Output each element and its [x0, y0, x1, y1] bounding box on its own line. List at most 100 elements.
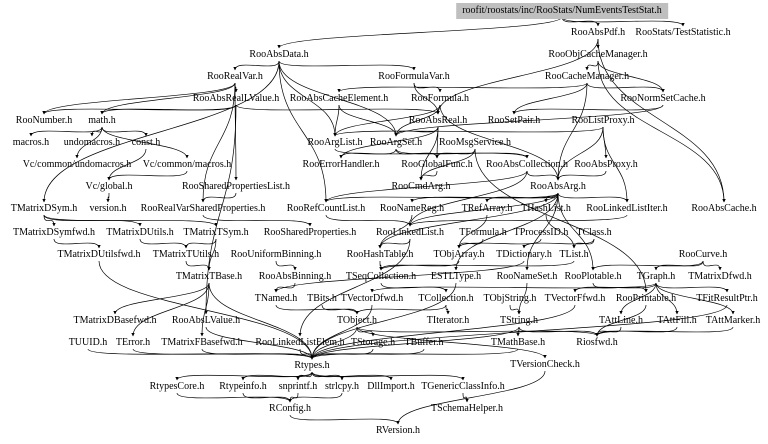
graph-node[interactable]: TUUID.h: [68, 337, 108, 348]
graph-node[interactable]: RooSetPair.h: [487, 115, 541, 126]
graph-node[interactable]: TObject.h: [336, 315, 378, 326]
graph-node[interactable]: RooRefCountList.h: [286, 203, 366, 214]
graph-node[interactable]: RooAbsPdf.h: [570, 27, 626, 38]
graph-node[interactable]: RooFormulaVar.h: [378, 71, 450, 82]
graph-node[interactable]: RooNameSet.h: [496, 271, 558, 282]
graph-node[interactable]: RooAbsLValue.h: [171, 315, 241, 326]
graph-node[interactable]: RooLinkedList.h: [375, 227, 445, 238]
graph-node[interactable]: RooNameReg.h: [379, 203, 445, 214]
graph-node[interactable]: RooGlobalFunc.h: [401, 159, 473, 170]
graph-node[interactable]: TObjString.h: [483, 293, 537, 304]
graph-node[interactable]: RooAbsProxy.h: [574, 159, 638, 170]
graph-node[interactable]: Vc/common/macros.h: [142, 159, 232, 170]
graph-node[interactable]: TAttMarker.h: [705, 315, 761, 326]
graph-node[interactable]: RooPlotable.h: [564, 271, 622, 282]
graph-node[interactable]: RooAbsData.h: [249, 49, 309, 60]
graph-node[interactable]: TObjArray.h: [433, 249, 485, 260]
graph-node[interactable]: TMatrixTBase.h: [175, 271, 243, 282]
graph-node[interactable]: RooNumber.h: [15, 115, 73, 126]
graph-root-node[interactable]: roofit/roostats/inc/RooStats/NumEventsTe…: [456, 3, 668, 19]
graph-node[interactable]: TFitResultPtr.h: [696, 293, 758, 304]
graph-node[interactable]: RooAbsReal.h: [408, 115, 468, 126]
graph-node[interactable]: TClass.h: [576, 227, 612, 238]
graph-node[interactable]: TIterator.h: [426, 315, 470, 326]
graph-node[interactable]: RooUniformBinning.h: [230, 249, 322, 260]
graph-node[interactable]: RooObjCacheManager.h: [548, 49, 648, 60]
graph-node[interactable]: TRefArray.h: [461, 203, 513, 214]
graph-node[interactable]: TMatrixDSym.h: [10, 203, 78, 214]
graph-node[interactable]: TAttLine.h: [599, 315, 643, 326]
graph-node[interactable]: RooAbsCache.h: [691, 203, 757, 214]
graph-node[interactable]: TMatrixDUtils.h: [106, 227, 174, 238]
graph-node[interactable]: RooFormula.h: [410, 93, 470, 104]
graph-node[interactable]: TSeqCollection.h: [345, 271, 417, 282]
graph-node[interactable]: RooLinkedListIter.h: [586, 203, 668, 214]
graph-node[interactable]: TFormula.h: [459, 227, 507, 238]
graph-node[interactable]: TMatrixTSym.h: [183, 227, 249, 238]
graph-node[interactable]: RooMsgService.h: [439, 137, 511, 148]
graph-node[interactable]: undomacros.h: [63, 137, 121, 148]
graph-node[interactable]: RooStats/TestStatistic.h: [635, 27, 731, 38]
graph-node[interactable]: RooRealVarSharedProperties.h: [140, 203, 266, 214]
graph-node[interactable]: TProcessID.h: [513, 227, 569, 238]
graph-node[interactable]: RooAbsCacheElement.h: [289, 93, 389, 104]
graph-node[interactable]: snprintf.h: [278, 381, 318, 392]
graph-node[interactable]: THashList.h: [521, 203, 571, 214]
graph-node[interactable]: Vc/global.h: [85, 181, 133, 192]
graph-node[interactable]: RooNormSetCache.h: [620, 93, 706, 104]
graph-node[interactable]: Rtypes.h: [294, 360, 330, 371]
graph-node[interactable]: TMatrixDSymfwd.h: [13, 227, 95, 238]
graph-node[interactable]: TList.h: [559, 249, 589, 260]
graph-node[interactable]: TMatrixDfwd.h: [688, 271, 752, 282]
graph-node[interactable]: RooLinkedListElem.h: [255, 337, 345, 348]
graph-node[interactable]: TNamed.h: [254, 293, 298, 304]
graph-node[interactable]: TAttFill.h: [657, 315, 697, 326]
graph-node[interactable]: TError.h: [115, 337, 151, 348]
graph-node[interactable]: TBits.h: [307, 293, 337, 304]
graph-node[interactable]: RooCmdArg.h: [391, 181, 451, 192]
graph-node[interactable]: RooAbsBinning.h: [258, 271, 332, 282]
graph-node[interactable]: RooCacheManager.h: [544, 71, 630, 82]
graph-node[interactable]: RooHashTable.h: [346, 249, 414, 260]
graph-node[interactable]: Vc/common/undomacros.h: [22, 159, 132, 170]
graph-node[interactable]: RooRealVar.h: [207, 71, 263, 82]
graph-node[interactable]: TVectorDfwd.h: [340, 293, 404, 304]
graph-node[interactable]: RooArgList.h: [307, 137, 363, 148]
graph-node[interactable]: macros.h: [12, 137, 50, 148]
graph-node[interactable]: RooListProxy.h: [571, 115, 635, 126]
graph-node[interactable]: DllImport.h: [367, 381, 415, 392]
graph-node[interactable]: TMatrixDBasefwd.h: [73, 315, 157, 326]
graph-node[interactable]: TCollection.h: [418, 293, 474, 304]
graph-node[interactable]: RooSharedProperties.h: [263, 227, 357, 238]
graph-node[interactable]: TString.h: [499, 315, 539, 326]
graph-node[interactable]: RooArgSet.h: [369, 137, 423, 148]
graph-node[interactable]: RooCurve.h: [678, 249, 728, 260]
graph-node[interactable]: strlcpy.h: [324, 381, 360, 392]
graph-node[interactable]: ESTLType.h: [430, 271, 482, 282]
graph-node[interactable]: RooAbsRealLValue.h: [192, 93, 280, 104]
graph-node[interactable]: TSchemaHelper.h: [431, 403, 503, 414]
graph-node[interactable]: RtypesCore.h: [149, 381, 205, 392]
graph-node[interactable]: version.h: [89, 203, 127, 214]
graph-node[interactable]: TVersionCheck.h: [510, 359, 580, 370]
graph-node[interactable]: RooAbsArg.h: [530, 181, 586, 192]
graph-node[interactable]: Rtypeinfo.h: [219, 381, 267, 392]
graph-node[interactable]: TBuffer.h: [404, 337, 444, 348]
graph-node[interactable]: Riosfwd.h: [576, 337, 618, 348]
graph-node[interactable]: RooErrorHandler.h: [302, 159, 380, 170]
graph-node[interactable]: TGenericClassInfo.h: [421, 381, 505, 392]
graph-node[interactable]: TMathBase.h: [490, 337, 546, 348]
graph-node[interactable]: TStorage.h: [350, 337, 396, 348]
graph-node[interactable]: TGraph.h: [636, 271, 676, 282]
graph-node[interactable]: TMatrixFBasefwd.h: [161, 337, 243, 348]
graph-node[interactable]: math.h: [88, 115, 116, 126]
graph-node[interactable]: RooSharedPropertiesList.h: [181, 181, 291, 192]
graph-node[interactable]: RVersion.h: [376, 425, 420, 436]
graph-node[interactable]: const.h: [131, 137, 161, 148]
graph-node[interactable]: RooPrintable.h: [615, 293, 677, 304]
graph-node[interactable]: TMatrixTUtils.h: [152, 249, 220, 260]
graph-node[interactable]: TMatrixDUtilsfwd.h: [57, 249, 141, 260]
graph-node[interactable]: TDictionary.h: [496, 249, 552, 260]
graph-node[interactable]: TVectorFfwd.h: [544, 293, 606, 304]
graph-node[interactable]: RConfig.h: [269, 403, 311, 414]
